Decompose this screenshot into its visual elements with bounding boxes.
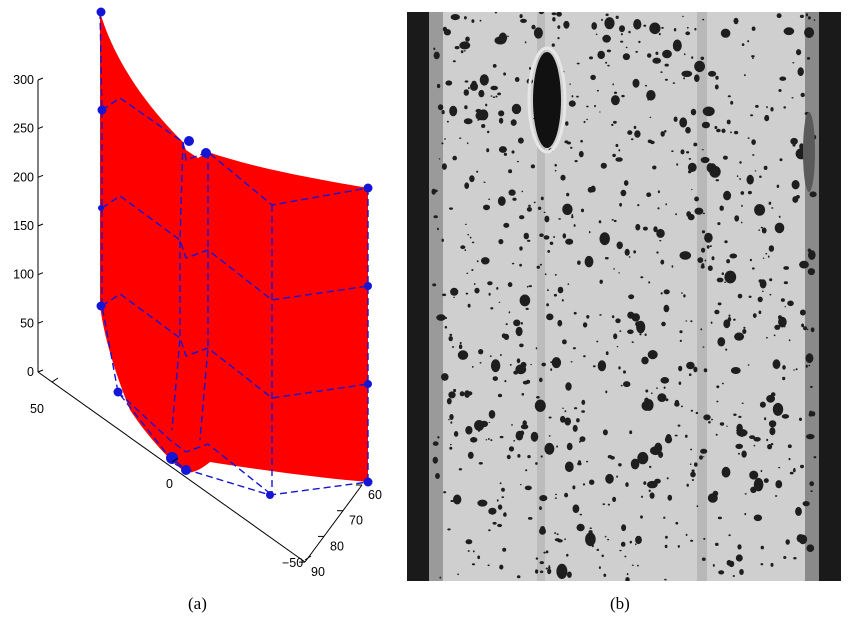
- z-tick-mark: [37, 223, 44, 227]
- x-tick-label: 70: [349, 514, 363, 528]
- z-tick-label: 0: [27, 365, 34, 379]
- z-tick-label: 250: [13, 122, 34, 136]
- z-axis-ticks: 0 50 100 150 200 250 300: [13, 73, 44, 379]
- y-tick-label: 0: [166, 477, 173, 491]
- z-tick-label: 100: [13, 268, 34, 282]
- z-tick-mark: [37, 77, 44, 81]
- surface-plot-panel: 0 50 100 150 200 250 300 50 0 −50 60 70 80 90: [0, 0, 400, 590]
- surface-plot: 0 50 100 150 200 250 300 50 0 −50 60 70 80 90: [13, 7, 382, 579]
- z-tick-mark: [37, 369, 44, 373]
- speckle-specimen-image: [407, 12, 841, 581]
- red-surface: [100, 12, 368, 482]
- specimen-body: [429, 12, 819, 581]
- y-tick-mark: [171, 457, 179, 463]
- x-tick-label: 90: [311, 565, 325, 579]
- x-axis-ticks: 60 70 80 90: [299, 484, 382, 579]
- y-tick-mark: [51, 377, 59, 383]
- control-points: [96, 7, 373, 499]
- x-tick-label: 80: [330, 539, 344, 553]
- caption-a: (a): [188, 594, 207, 613]
- control-net: [99, 11, 369, 496]
- z-tick-mark: [37, 126, 44, 130]
- z-tick-mark: [37, 272, 44, 276]
- z-tick-label: 50: [20, 316, 34, 330]
- caption-b: (b): [610, 594, 630, 613]
- groove-feature: [803, 112, 815, 192]
- y-axis-ticks: 50 0 −50: [30, 377, 312, 570]
- y-tick-label: −50: [282, 556, 303, 570]
- z-tick-label: 150: [13, 219, 34, 233]
- z-tick-mark: [37, 320, 44, 324]
- y-tick-mark: [304, 555, 312, 561]
- z-tick-label: 200: [13, 170, 34, 184]
- z-tick-label: 300: [13, 73, 34, 87]
- hole-feature: [533, 52, 561, 148]
- z-tick-mark: [37, 174, 44, 178]
- x-tick-label: 60: [368, 488, 382, 502]
- speckle-pattern: [431, 12, 817, 581]
- y-tick-label: 50: [30, 402, 44, 416]
- speckle-photo: [407, 12, 841, 581]
